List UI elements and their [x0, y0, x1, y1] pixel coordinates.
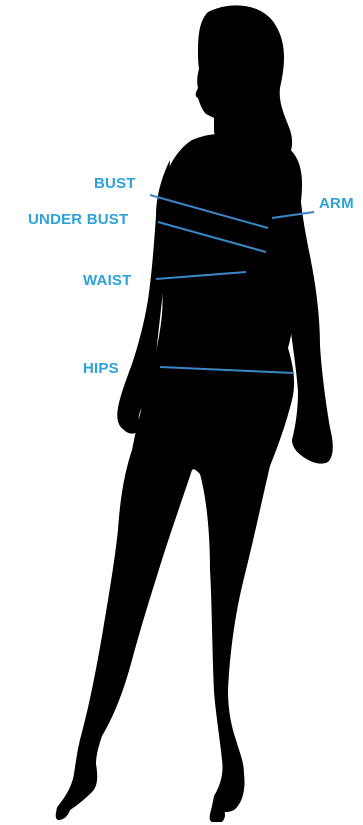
label-arm: ARM: [319, 195, 354, 212]
woman-silhouette: [56, 5, 333, 822]
label-bust: BUST: [94, 175, 136, 192]
label-waist: WAIST: [83, 272, 132, 289]
label-hips: HIPS: [83, 360, 119, 377]
label-under-bust: UNDER BUST: [28, 211, 128, 228]
